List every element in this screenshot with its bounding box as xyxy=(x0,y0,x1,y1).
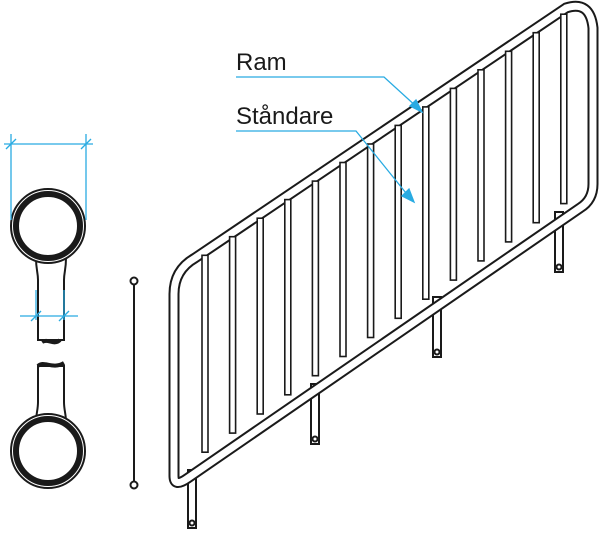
barrier-post xyxy=(532,31,541,224)
leader-lines xyxy=(236,76,424,204)
barrier-post xyxy=(256,217,265,415)
barrier-post xyxy=(504,50,513,243)
barrier-post xyxy=(366,143,375,339)
barrier-post xyxy=(339,161,347,358)
barrier-post xyxy=(283,198,292,396)
barrier-post xyxy=(477,69,485,262)
bottom-connector-detail xyxy=(10,361,86,489)
barrier-frame-fill xyxy=(170,2,597,486)
post-label: Ståndare xyxy=(236,103,333,130)
top-connector-detail xyxy=(10,188,86,345)
rod-detail xyxy=(129,276,139,490)
barrier-post xyxy=(559,13,568,205)
barrier-posts xyxy=(201,13,568,453)
barrier-post xyxy=(421,106,430,301)
barrier-post xyxy=(394,124,403,320)
barrier-post xyxy=(449,87,458,281)
frame-leader xyxy=(236,76,419,109)
post-leader xyxy=(236,130,411,199)
post-arrow-head xyxy=(400,187,416,204)
dimension-lines-top xyxy=(4,134,93,322)
barrier xyxy=(168,0,599,529)
barrier-post xyxy=(228,235,237,434)
frame-arrow-head xyxy=(408,98,424,114)
frame-label: Ram xyxy=(236,49,287,76)
barrier-post xyxy=(201,254,209,453)
barrier-post xyxy=(311,180,320,377)
